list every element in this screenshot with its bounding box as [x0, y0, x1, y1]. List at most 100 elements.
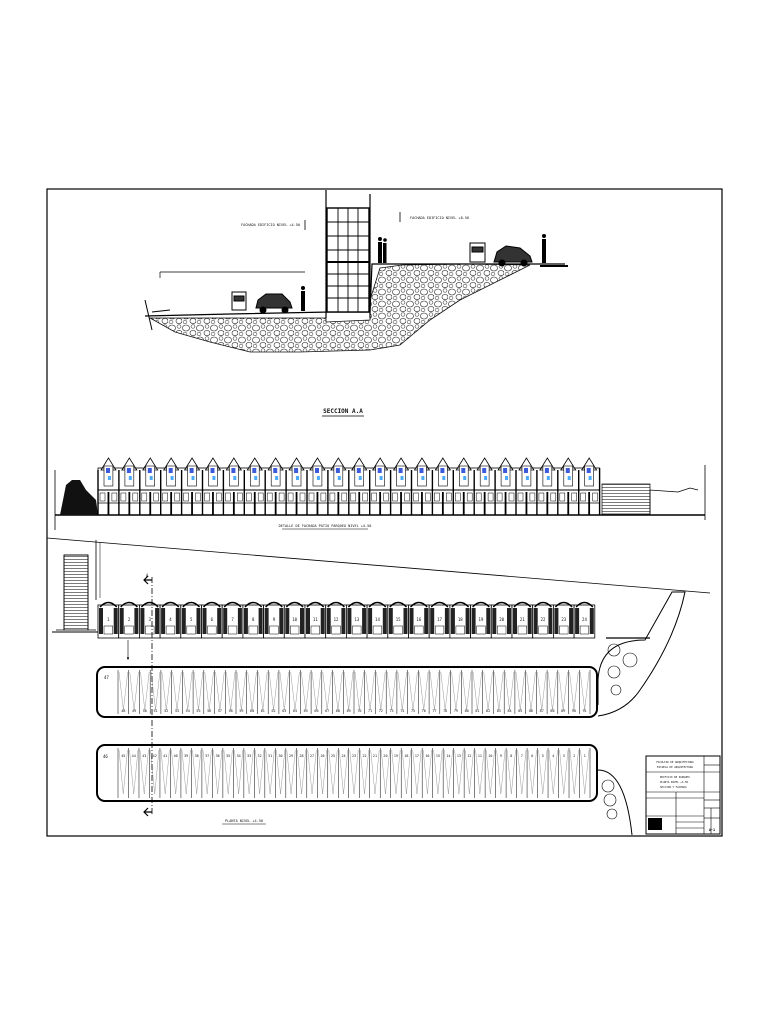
stall-number: 57 [218, 709, 222, 713]
facade-module [494, 457, 515, 515]
stall-number: 18 [404, 754, 408, 758]
facade-module [369, 457, 389, 515]
parking-stall: 73 [385, 670, 397, 714]
stall-number: 17 [415, 754, 419, 758]
sheet-frame [46, 188, 723, 837]
parking-stall: 87 [536, 670, 547, 714]
stall-number: 8 [510, 754, 512, 758]
parking-stall: 2 [568, 748, 579, 798]
parking-stall: 56 [203, 670, 214, 714]
stall-number: 72 [379, 709, 383, 713]
parking-stall: 82 [482, 670, 493, 714]
plan-module-number: 2 [128, 617, 131, 622]
stall-number: 7 [521, 754, 523, 758]
stall-number: 26 [320, 754, 324, 758]
parking-stall: 42 [149, 748, 160, 798]
parking-stall: 13 [453, 748, 464, 798]
stall-number: 10 [488, 754, 492, 758]
stall-number: 84 [507, 709, 511, 713]
parking-stall: 90 [568, 670, 579, 714]
stall-number: 35 [226, 754, 230, 758]
stall-number: 47 [104, 675, 109, 680]
parking-stall: 14 [442, 748, 453, 798]
ramp-curve [597, 591, 686, 717]
stall-number: 5 [542, 754, 544, 758]
parking-stall: 19 [390, 748, 401, 798]
stall-number: 20 [383, 754, 387, 758]
plan-module: 4 [159, 601, 182, 639]
stall-number: 44 [132, 754, 136, 758]
parking-stall: 43 [138, 748, 149, 798]
section-note-right: FACHADA EDIFICIO NIVEL +8.50 [410, 216, 469, 220]
parking-stall: 45 [117, 748, 128, 798]
plan-module-number: 20 [499, 617, 504, 622]
parking-stall: 34 [233, 748, 244, 798]
facade-module [578, 457, 598, 515]
plan-module-number: 1 [107, 617, 110, 622]
stall-number: 27 [310, 754, 314, 758]
stall-number: 48 [121, 709, 125, 713]
stall-number: 25 [331, 754, 335, 758]
stall-number: 78 [443, 709, 447, 713]
parking-row-lower [96, 744, 598, 802]
plan-module-number: 11 [313, 617, 318, 622]
stall-number: 28 [300, 754, 304, 758]
parking-stall: 52 [160, 670, 171, 714]
parking-stall: 3 [558, 748, 569, 798]
parking-stall: 26 [317, 748, 327, 798]
stall-number: 85 [518, 709, 522, 713]
facade-module [285, 457, 306, 515]
parking-stall: 80 [461, 670, 472, 714]
stall-number: 86 [529, 709, 533, 713]
plan-module: 19 [470, 601, 492, 639]
parking-stall: 7 [516, 748, 527, 798]
facade-module [159, 457, 180, 515]
facade-elevation: DETALLE DE FACHADA PATIO PARQUEO NIVEL +… [54, 457, 706, 530]
stall-number: 65 [304, 709, 308, 713]
parking-stall: 81 [471, 670, 482, 714]
stall-number: 2 [573, 754, 575, 758]
stall-number: 87 [540, 709, 544, 713]
plan-module-number: 17 [437, 617, 442, 622]
parking-stall: 35 [222, 748, 233, 798]
section-title: SECCION A.A [323, 408, 363, 415]
plan-module-number: 7 [231, 617, 234, 622]
stall-number: 34 [237, 754, 241, 758]
parking-stall: 6 [526, 748, 537, 798]
parking-stall: 72 [375, 670, 386, 714]
parking-stall: 78 [439, 670, 450, 714]
stall-number: 70 [357, 709, 361, 713]
stall-number: 49 [132, 709, 136, 713]
facade-module [557, 457, 577, 515]
stall-number: 79 [454, 709, 458, 713]
stall-number: 32 [258, 754, 262, 758]
stall-number: 80 [465, 709, 469, 713]
plan-module-number: 23 [561, 617, 566, 622]
plan-module: 8 [242, 601, 264, 639]
parking-stall: 41 [159, 748, 170, 798]
stall-number: 67 [325, 709, 329, 713]
stall-number: 69 [347, 709, 351, 713]
stall-number: 58 [229, 709, 233, 713]
stall-number: 90 [572, 709, 576, 713]
stall-number: 4 [552, 754, 554, 758]
parking-stall: 27 [306, 748, 317, 798]
stall-number: 40 [174, 754, 178, 758]
stall-number: 66 [314, 709, 318, 713]
facade-module [389, 457, 410, 515]
building-section [325, 190, 371, 318]
parking-stall: 20 [379, 748, 390, 798]
parking-stall: 36 [212, 748, 223, 798]
parking-stall: 22 [358, 748, 369, 798]
plan-module: 7 [221, 601, 244, 639]
plan-module: 12 [325, 601, 347, 639]
parking-stall: 38 [191, 748, 202, 798]
parking-stall: 1 [579, 748, 590, 798]
plan-module: 6 [201, 601, 223, 639]
parking-stall: 30 [275, 748, 285, 798]
stall-number: 61 [261, 709, 265, 713]
parking-stall: 77 [428, 670, 439, 714]
stall-number: 55 [196, 709, 200, 713]
stall-number: 83 [497, 709, 501, 713]
parking-stall: 79 [450, 670, 461, 714]
